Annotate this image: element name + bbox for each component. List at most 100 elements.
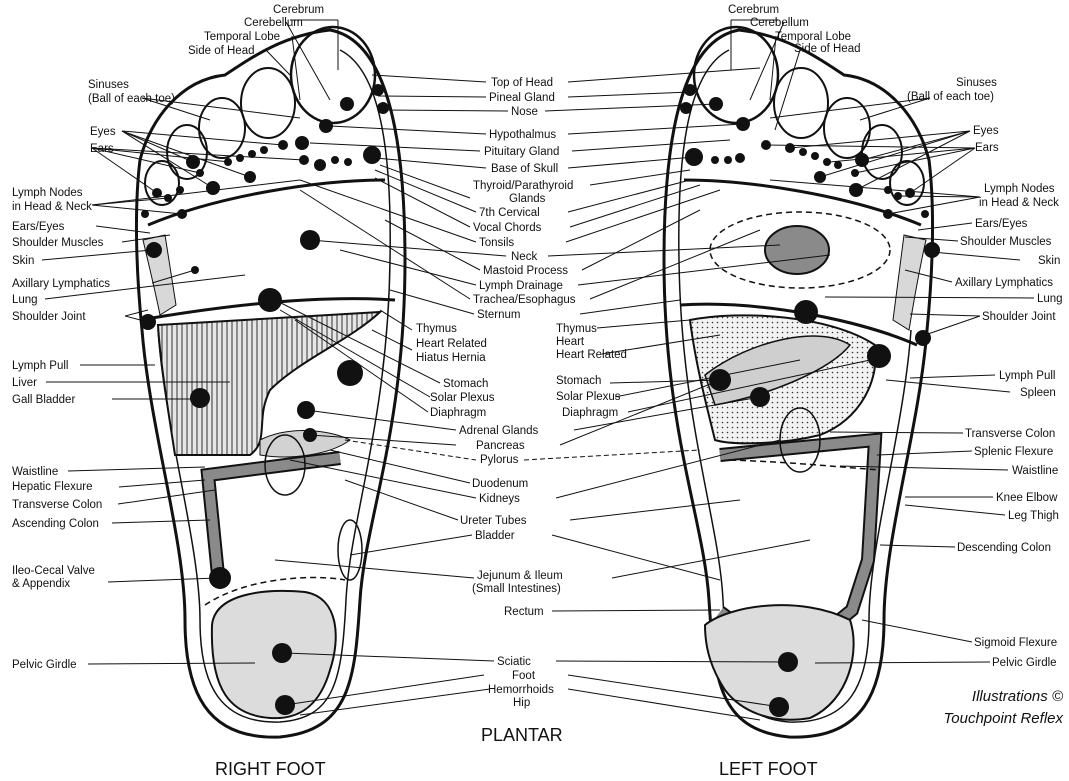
label-lymph-nodes-right: Lymph Nodes (12, 187, 83, 199)
label-ears-left: Ears (975, 142, 999, 154)
left-foot (664, 27, 940, 737)
label-trachea: Trachea/Esophagus (473, 294, 576, 306)
label-pancreas: Pancreas (476, 440, 525, 452)
label-cerebrum-right: Cerebrum (273, 4, 324, 16)
label-shoulder-joint-left: Shoulder Joint (982, 311, 1056, 323)
credit-line-2: Touchpoint Reflex (943, 708, 1063, 730)
label-gall-bladder: Gall Bladder (12, 394, 75, 406)
label-thyroid: Thyroid/Parathyroid (473, 180, 573, 192)
label-axillary-right: Axillary Lymphatics (12, 278, 110, 290)
label-hip: Hip (513, 697, 530, 709)
label-head-neck-right: in Head & Neck (12, 201, 92, 213)
title-right-foot: RIGHT FOOT (215, 759, 326, 779)
label-side-of-head-right: Side of Head (188, 45, 255, 57)
label-kidneys: Kidneys (479, 493, 520, 505)
label-nose: Nose (511, 106, 538, 118)
label-sciatic: Sciatic (497, 656, 531, 668)
label-hepatic-flexure: Hepatic Flexure (12, 481, 93, 493)
label-waistline-left: Waistline (1012, 465, 1058, 477)
label-knee-elbow: Knee Elbow (996, 492, 1058, 504)
label-eyes-left: Eyes (973, 125, 999, 137)
label-top-of-head: Top of Head (491, 77, 553, 89)
title-left-foot: LEFT FOOT (719, 759, 818, 779)
label-small-intestines: (Small Intestines) (472, 583, 561, 595)
label-thymus-left: Thymus (556, 323, 597, 335)
left-heart (765, 226, 829, 274)
label-pelvic-girdle-left: Pelvic Girdle (992, 657, 1057, 669)
label-axillary-left: Axillary Lymphatics (955, 277, 1053, 289)
label-base-of-skull: Base of Skull (491, 163, 558, 175)
title-plantar: PLANTAR (481, 725, 563, 745)
label-hemorrhoids: Hemorrhoids (488, 684, 554, 696)
label-head-neck-left: in Head & Neck (979, 197, 1059, 209)
label-appendix: & Appendix (12, 578, 70, 590)
label-skin-left: Skin (1038, 255, 1060, 267)
label-7th-cervical: 7th Cervical (479, 207, 540, 219)
left-big-toe (694, 27, 778, 123)
label-lung-right: Lung (12, 294, 38, 306)
label-transverse-colon-left: Transverse Colon (965, 428, 1055, 440)
label-ureter-tubes: Ureter Tubes (460, 515, 527, 527)
credit-line-1: Illustrations © (943, 686, 1063, 708)
label-temporal-lobe-right: Temporal Lobe (204, 31, 280, 43)
label-ball-of-toe-right: (Ball of each toe) (88, 93, 175, 105)
label-hiatus-hernia: Hiatus Hernia (416, 352, 486, 364)
label-skin-right: Skin (12, 255, 34, 267)
label-sternum: Sternum (477, 309, 520, 321)
label-transverse-colon-right: Transverse Colon (12, 499, 102, 511)
label-temporal-lobe-left: Temporal Lobe (775, 31, 851, 43)
label-splenic-flexure: Splenic Flexure (974, 446, 1053, 458)
label-shoulder-joint-right: Shoulder Joint (12, 311, 86, 323)
label-vocal-chords: Vocal Chords (473, 222, 542, 234)
label-shoulder-muscles-right: Shoulder Muscles (12, 237, 104, 249)
label-liver: Liver (12, 377, 37, 389)
label-heart-related-right: Heart Related (416, 338, 487, 350)
label-lymph-nodes-left: Lymph Nodes (984, 183, 1055, 195)
left-dashed-line (730, 460, 880, 470)
label-cerebrum-left: Cerebrum (728, 4, 779, 16)
label-ileo-cecal-valve: Ileo-Cecal Valve (12, 565, 95, 577)
label-ears-eyes-left: Ears/Eyes (975, 218, 1028, 230)
label-leg-thigh: Leg Thigh (1008, 510, 1059, 522)
label-diaphragm-left: Diaphragm (562, 407, 618, 419)
label-lymph-drainage: Lymph Drainage (479, 280, 563, 292)
label-thymus-right: Thymus (416, 323, 457, 335)
label-pelvic-girdle-right: Pelvic Girdle (12, 659, 77, 671)
label-rectum: Rectum (504, 606, 544, 618)
label-foot: Foot (512, 670, 536, 682)
label-pylorus: Pylorus (480, 454, 519, 466)
label-waistline-right: Waistline (12, 466, 58, 478)
label-lung-left: Lung (1037, 293, 1063, 305)
label-lymph-pull-right: Lymph Pull (12, 360, 68, 372)
label-solar-plexus-right: Solar Plexus (430, 392, 495, 404)
label-diaphragm-right: Diaphragm (430, 407, 486, 419)
label-eyes-right: Eyes (90, 126, 116, 138)
label-bladder: Bladder (475, 530, 515, 542)
label-stomach-left: Stomach (556, 375, 601, 387)
label-sinuses-right: Sinuses (88, 79, 129, 91)
label-ears-right: Ears (90, 143, 114, 155)
label-heart: Heart (556, 336, 585, 348)
label-shoulder-muscles-left: Shoulder Muscles (960, 236, 1052, 248)
label-ears-eyes-right: Ears/Eyes (12, 221, 65, 233)
left-toe-2 (774, 68, 828, 138)
label-heart-related-left: Heart Related (556, 349, 627, 361)
label-jejunum-ileum: Jejunum & Ileum (477, 570, 563, 582)
right-bladder-area (338, 520, 362, 580)
right-big-toe (291, 27, 375, 123)
label-spleen: Spleen (1020, 387, 1056, 399)
illustration-credit: Illustrations © Touchpoint Reflex (943, 686, 1063, 730)
label-solar-plexus-left: Solar Plexus (556, 391, 621, 403)
label-neck: Neck (511, 251, 537, 263)
label-lymph-pull-left: Lymph Pull (999, 370, 1055, 382)
label-descending-colon: Descending Colon (957, 542, 1051, 554)
label-mastoid-process: Mastoid Process (483, 265, 568, 277)
left-toe-4 (862, 125, 902, 179)
label-hypothalmus: Hypothalmus (489, 129, 556, 141)
label-cerebellum-left: Cerebellum (750, 17, 809, 29)
label-stomach-right: Stomach (443, 378, 488, 390)
label-sigmoid-flexure: Sigmoid Flexure (974, 637, 1057, 649)
label-cerebellum-right: Cerebellum (244, 17, 303, 29)
label-ascending-colon: Ascending Colon (12, 518, 99, 530)
